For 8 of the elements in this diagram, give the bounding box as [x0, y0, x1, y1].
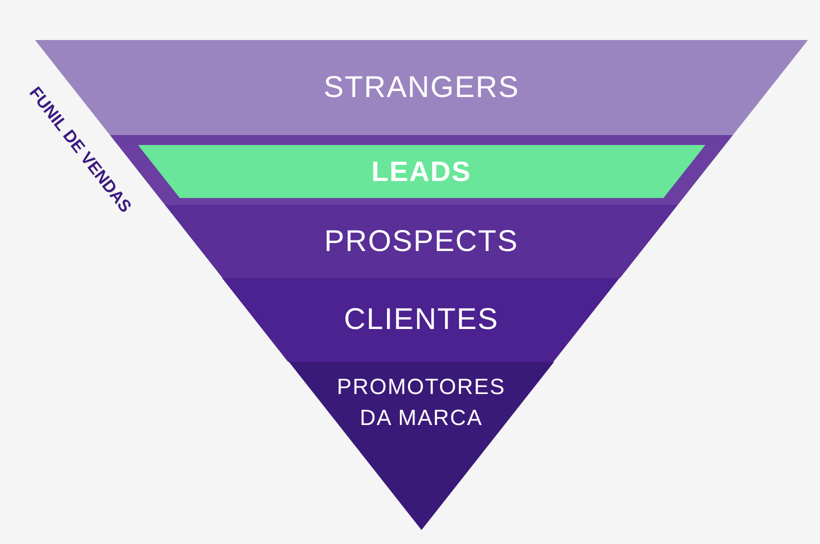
funnel-stage [164, 205, 678, 278]
funnel-stage [222, 278, 620, 362]
funnel-stage [138, 145, 706, 198]
stage-label: PROSPECTS [323, 224, 520, 260]
stage-label: PROMOTORES DA MARCA [336, 373, 506, 432]
funnel-stage [288, 362, 554, 530]
stage-label: CLIENTES [342, 302, 500, 338]
stage-label: LEADS [370, 154, 472, 188]
